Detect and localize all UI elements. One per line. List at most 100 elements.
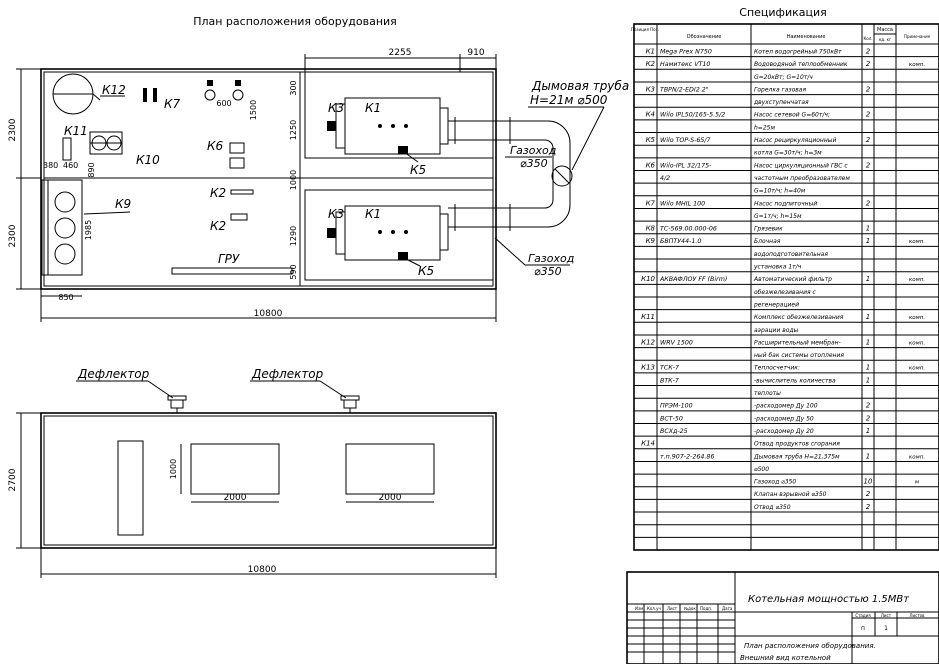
spec-cell-name: Клапан взрывной ⌀350 <box>754 491 827 498</box>
spec-cell-name: аэрации воды <box>754 327 799 334</box>
spec-cell-name: Газоход ⌀350 <box>754 479 796 486</box>
spec-header-qty: Кол. <box>863 36 872 41</box>
spec-cell-pos: К3 <box>646 85 655 93</box>
spec-cell-qty: 2 <box>866 414 871 422</box>
gas-regulator-gru <box>171 267 293 275</box>
spec-cell-name: -расходомер Ду 20 <box>754 428 814 435</box>
dim-1500: 1500 <box>249 100 258 120</box>
spec-cell-pos: К13 <box>641 364 655 372</box>
label-k2-a: К2 <box>210 186 226 200</box>
stamp-col-5: Подп. <box>700 606 712 611</box>
spec-title: Спецификация <box>739 6 826 19</box>
label-k2-b: К2 <box>210 219 226 233</box>
spec-cell-pos: К12 <box>641 338 655 346</box>
flue-sub-2: ⌀350 <box>534 265 562 278</box>
spec-cell-note: комп. <box>909 239 925 245</box>
spec-cell-name: -расходомер Ду 50 <box>754 415 814 422</box>
spec-cell-des: т.п.907-2-264.86 <box>660 453 714 460</box>
stamp-col-3: Лист <box>667 606 678 611</box>
deflector-2 <box>340 395 360 413</box>
label-k6: К6 <box>207 139 224 153</box>
spec-cell-name: Грязевик <box>754 226 783 233</box>
label-k9: К9 <box>115 197 131 211</box>
spec-cell-name: Блочная <box>754 238 781 245</box>
spec-cell-des: Намитекс VT10 <box>660 61 710 68</box>
spec-cell-name: котла G=30т/ч; h=3м <box>754 150 822 157</box>
filter-k10 <box>89 131 123 155</box>
dim-2300-b: 2300 <box>8 224 18 247</box>
dim-600: 600 <box>216 99 231 108</box>
spec-cell-note: комп. <box>909 340 925 346</box>
dim-2300-a: 2300 <box>8 118 18 141</box>
spec-cell-name: двухступенчатая <box>753 99 809 106</box>
spec-header-pos: Позиция Поз. <box>631 27 659 32</box>
spec-cell-des: ВСТ-50 <box>660 415 683 422</box>
label-gru: ГРУ <box>218 252 240 266</box>
dim-590: 590 <box>289 264 298 279</box>
dim-1250: 1250 <box>289 120 298 140</box>
stamp-col-6: Дата <box>722 606 733 611</box>
spec-cell-name: теплоты <box>754 390 781 397</box>
spec-cell-qty: 1 <box>866 376 870 384</box>
dim-2000-a: 2000 <box>224 493 247 503</box>
spec-cell-des: WRV 1500 <box>660 339 693 346</box>
dim-1000-elev: 1000 <box>169 459 178 479</box>
spec-cell-des: ВСХд-25 <box>660 428 688 435</box>
title-block <box>626 571 939 664</box>
spec-cell-pos: К1 <box>646 47 655 55</box>
boiler-k1-bottom <box>327 205 449 261</box>
dim-380: 380 <box>43 161 58 170</box>
stamp-sheet-name: План расположения оборудования. <box>744 642 876 650</box>
spec-cell-qty: 1 <box>866 338 870 346</box>
spec-cell-qty: 1 <box>866 452 870 460</box>
spec-header-designation: Обозначение <box>687 34 722 40</box>
spec-cell-pos: К5 <box>646 136 656 144</box>
spec-cell-des: АКВАФЛОУ FF (Birm) <box>659 276 727 283</box>
chimney-sub: H=21м ⌀500 <box>530 93 608 107</box>
spec-cell-des: Wilo TOP-S-65/7 <box>660 137 711 144</box>
building-elevation <box>40 412 497 549</box>
spec-cell-pos: К2 <box>646 60 656 68</box>
spec-cell-des: ТС-569.00.000-06 <box>660 226 717 233</box>
spec-cell-pos: К14 <box>641 440 655 448</box>
dim-1290: 1290 <box>289 226 298 246</box>
boiler-k1-top <box>327 97 449 155</box>
spec-cell-name: Комплекс обезжелезивания <box>754 314 844 321</box>
spec-cell-pos: К6 <box>646 161 656 169</box>
dim-10800-elev: 10800 <box>248 565 277 575</box>
spec-cell-qty: 2 <box>866 199 871 207</box>
spec-cell-name: ⌀500 <box>754 466 769 473</box>
stamp-project: Котельная мощностью 1.5МВт <box>748 594 910 605</box>
spec-cell-name: Отвод ⌀350 <box>754 504 791 511</box>
spec-cell-qty: 1 <box>866 237 870 245</box>
spec-cell-qty: 1 <box>866 225 870 233</box>
spec-cell-name: G=20кВт; G=10т/ч <box>754 74 813 81</box>
spec-cell-des: Wilo MHIL 100 <box>660 200 705 207</box>
spec-cell-pos: К11 <box>641 313 655 321</box>
stamp-col-1: Изм. <box>635 606 644 611</box>
spec-cell-name: G=10т/ч; h=40м <box>754 188 806 195</box>
spec-cell-name: G=1т/ч; h=15м <box>754 213 802 220</box>
spec-cell-qty: 2 <box>866 111 871 119</box>
spec-cell-des: 4/2 <box>660 175 670 182</box>
spec-cell-qty: 2 <box>866 47 871 55</box>
dim-850: 850 <box>58 293 73 302</box>
spec-table <box>633 23 939 551</box>
elevation-dimensions <box>16 412 497 578</box>
stamp-sheet: 1 <box>884 625 888 632</box>
spec-cell-des: БВПТУ44-1.0 <box>660 238 701 245</box>
dim-10800-plan: 10800 <box>254 309 283 319</box>
spec-cell-name: Отвод продуктов сгорания <box>754 441 840 448</box>
label-k3-a: К3 <box>328 101 344 115</box>
label-k7: К7 <box>164 97 181 111</box>
spec-cell-qty: 1 <box>866 313 870 321</box>
spec-cell-name: h=25м <box>754 124 775 131</box>
dim-2700: 2700 <box>8 468 18 491</box>
spec-cell-des: Mega Prex N750 <box>660 48 712 55</box>
spec-cell-note: комп. <box>909 454 925 460</box>
dim-300: 300 <box>289 80 298 95</box>
spec-cell-des: ПРЭМ-100 <box>660 403 693 410</box>
spec-cell-name: обезжелезивания с <box>754 289 817 296</box>
